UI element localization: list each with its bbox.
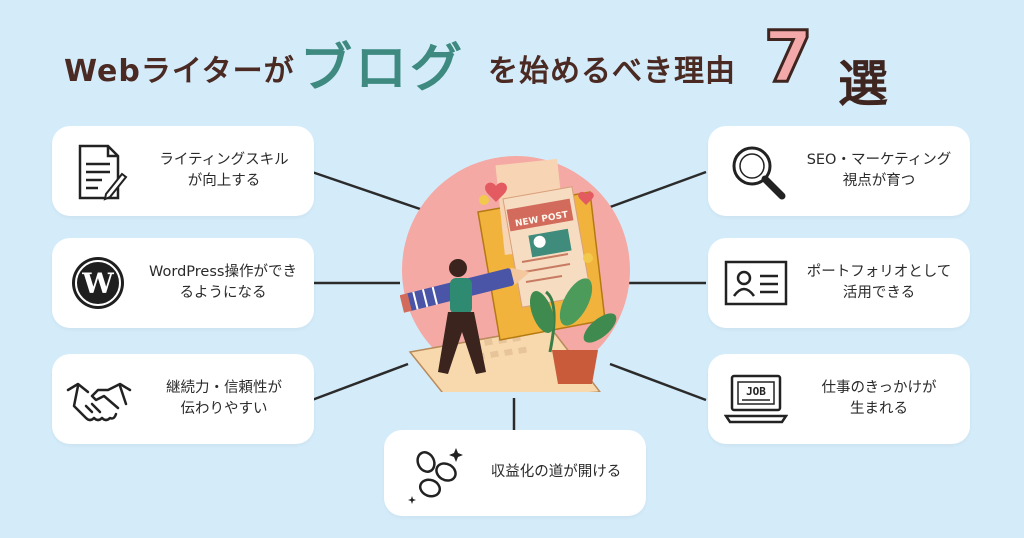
reason-label-line2: が向上する	[187, 173, 261, 189]
magnifier-icon	[732, 146, 786, 200]
reason-label-line2: るようになる	[179, 285, 267, 301]
reason-card-writing-skill: ライティングスキル が向上する	[52, 126, 314, 216]
connector-line	[311, 362, 409, 402]
title-suffix: 選	[838, 55, 888, 113]
reason-card-trust: 継続力・信頼性が 伝わりやすい	[52, 354, 314, 444]
svg-text:JOB: JOB	[746, 385, 766, 398]
reason-label-line2: 伝わりやすい	[180, 401, 268, 417]
blogging-illustration: NEW POST	[399, 152, 632, 403]
title-number: 7	[763, 15, 815, 100]
reason-label-line1: WordPress操作ができ	[149, 264, 297, 280]
svg-text:W: W	[81, 267, 114, 300]
person-legs	[438, 312, 486, 374]
profile-card-icon	[724, 260, 788, 306]
reason-card-monetization: 収益化の道が開ける	[384, 430, 646, 516]
reason-card-portfolio: ポートフォリオとして 活用できる	[708, 238, 970, 328]
reason-label-line1: 継続力・信頼性が	[166, 380, 282, 396]
reason-label-line1: ポートフォリオとして	[806, 264, 952, 280]
connector-line	[609, 362, 707, 402]
reason-label-line2: 活用できる	[842, 285, 916, 301]
reason-label-line1: 仕事のきっかけが	[821, 380, 937, 396]
plant-pot-icon	[552, 350, 598, 384]
connector-line	[601, 170, 707, 212]
title: Webライターが ブログ を始めるべき理由 7 選	[0, 12, 1024, 114]
title-part2: を始めるべき理由	[488, 54, 736, 89]
new-post-sign	[506, 198, 574, 232]
reason-label-line2: 生まれる	[850, 401, 908, 417]
handshake-icon	[66, 382, 132, 422]
reason-card-job: JOB 仕事のきっかけが 生まれる	[708, 354, 970, 444]
reason-card-seo: SEO・マーケティング 視点が育つ	[708, 126, 970, 216]
reason-label-line1: ライティングスキル	[159, 152, 289, 168]
coins-icon	[408, 448, 463, 504]
heart-icon	[578, 191, 594, 205]
wordpress-icon: W	[72, 257, 124, 309]
job-laptop-icon: JOB	[724, 374, 788, 424]
heart-icon	[485, 182, 507, 202]
connector-line	[311, 170, 424, 212]
title-part1: Webライターが	[64, 54, 295, 89]
document-pen-icon	[78, 144, 128, 201]
title-highlight: ブログ	[300, 39, 466, 99]
reason-label-line1: 収益化の道が開ける	[490, 464, 622, 480]
reason-card-wordpress: W WordPress操作ができ るようになる	[52, 238, 314, 328]
reason-label-line1: SEO・マーケティング	[806, 152, 952, 168]
reason-label-line2: 視点が育つ	[842, 173, 916, 189]
